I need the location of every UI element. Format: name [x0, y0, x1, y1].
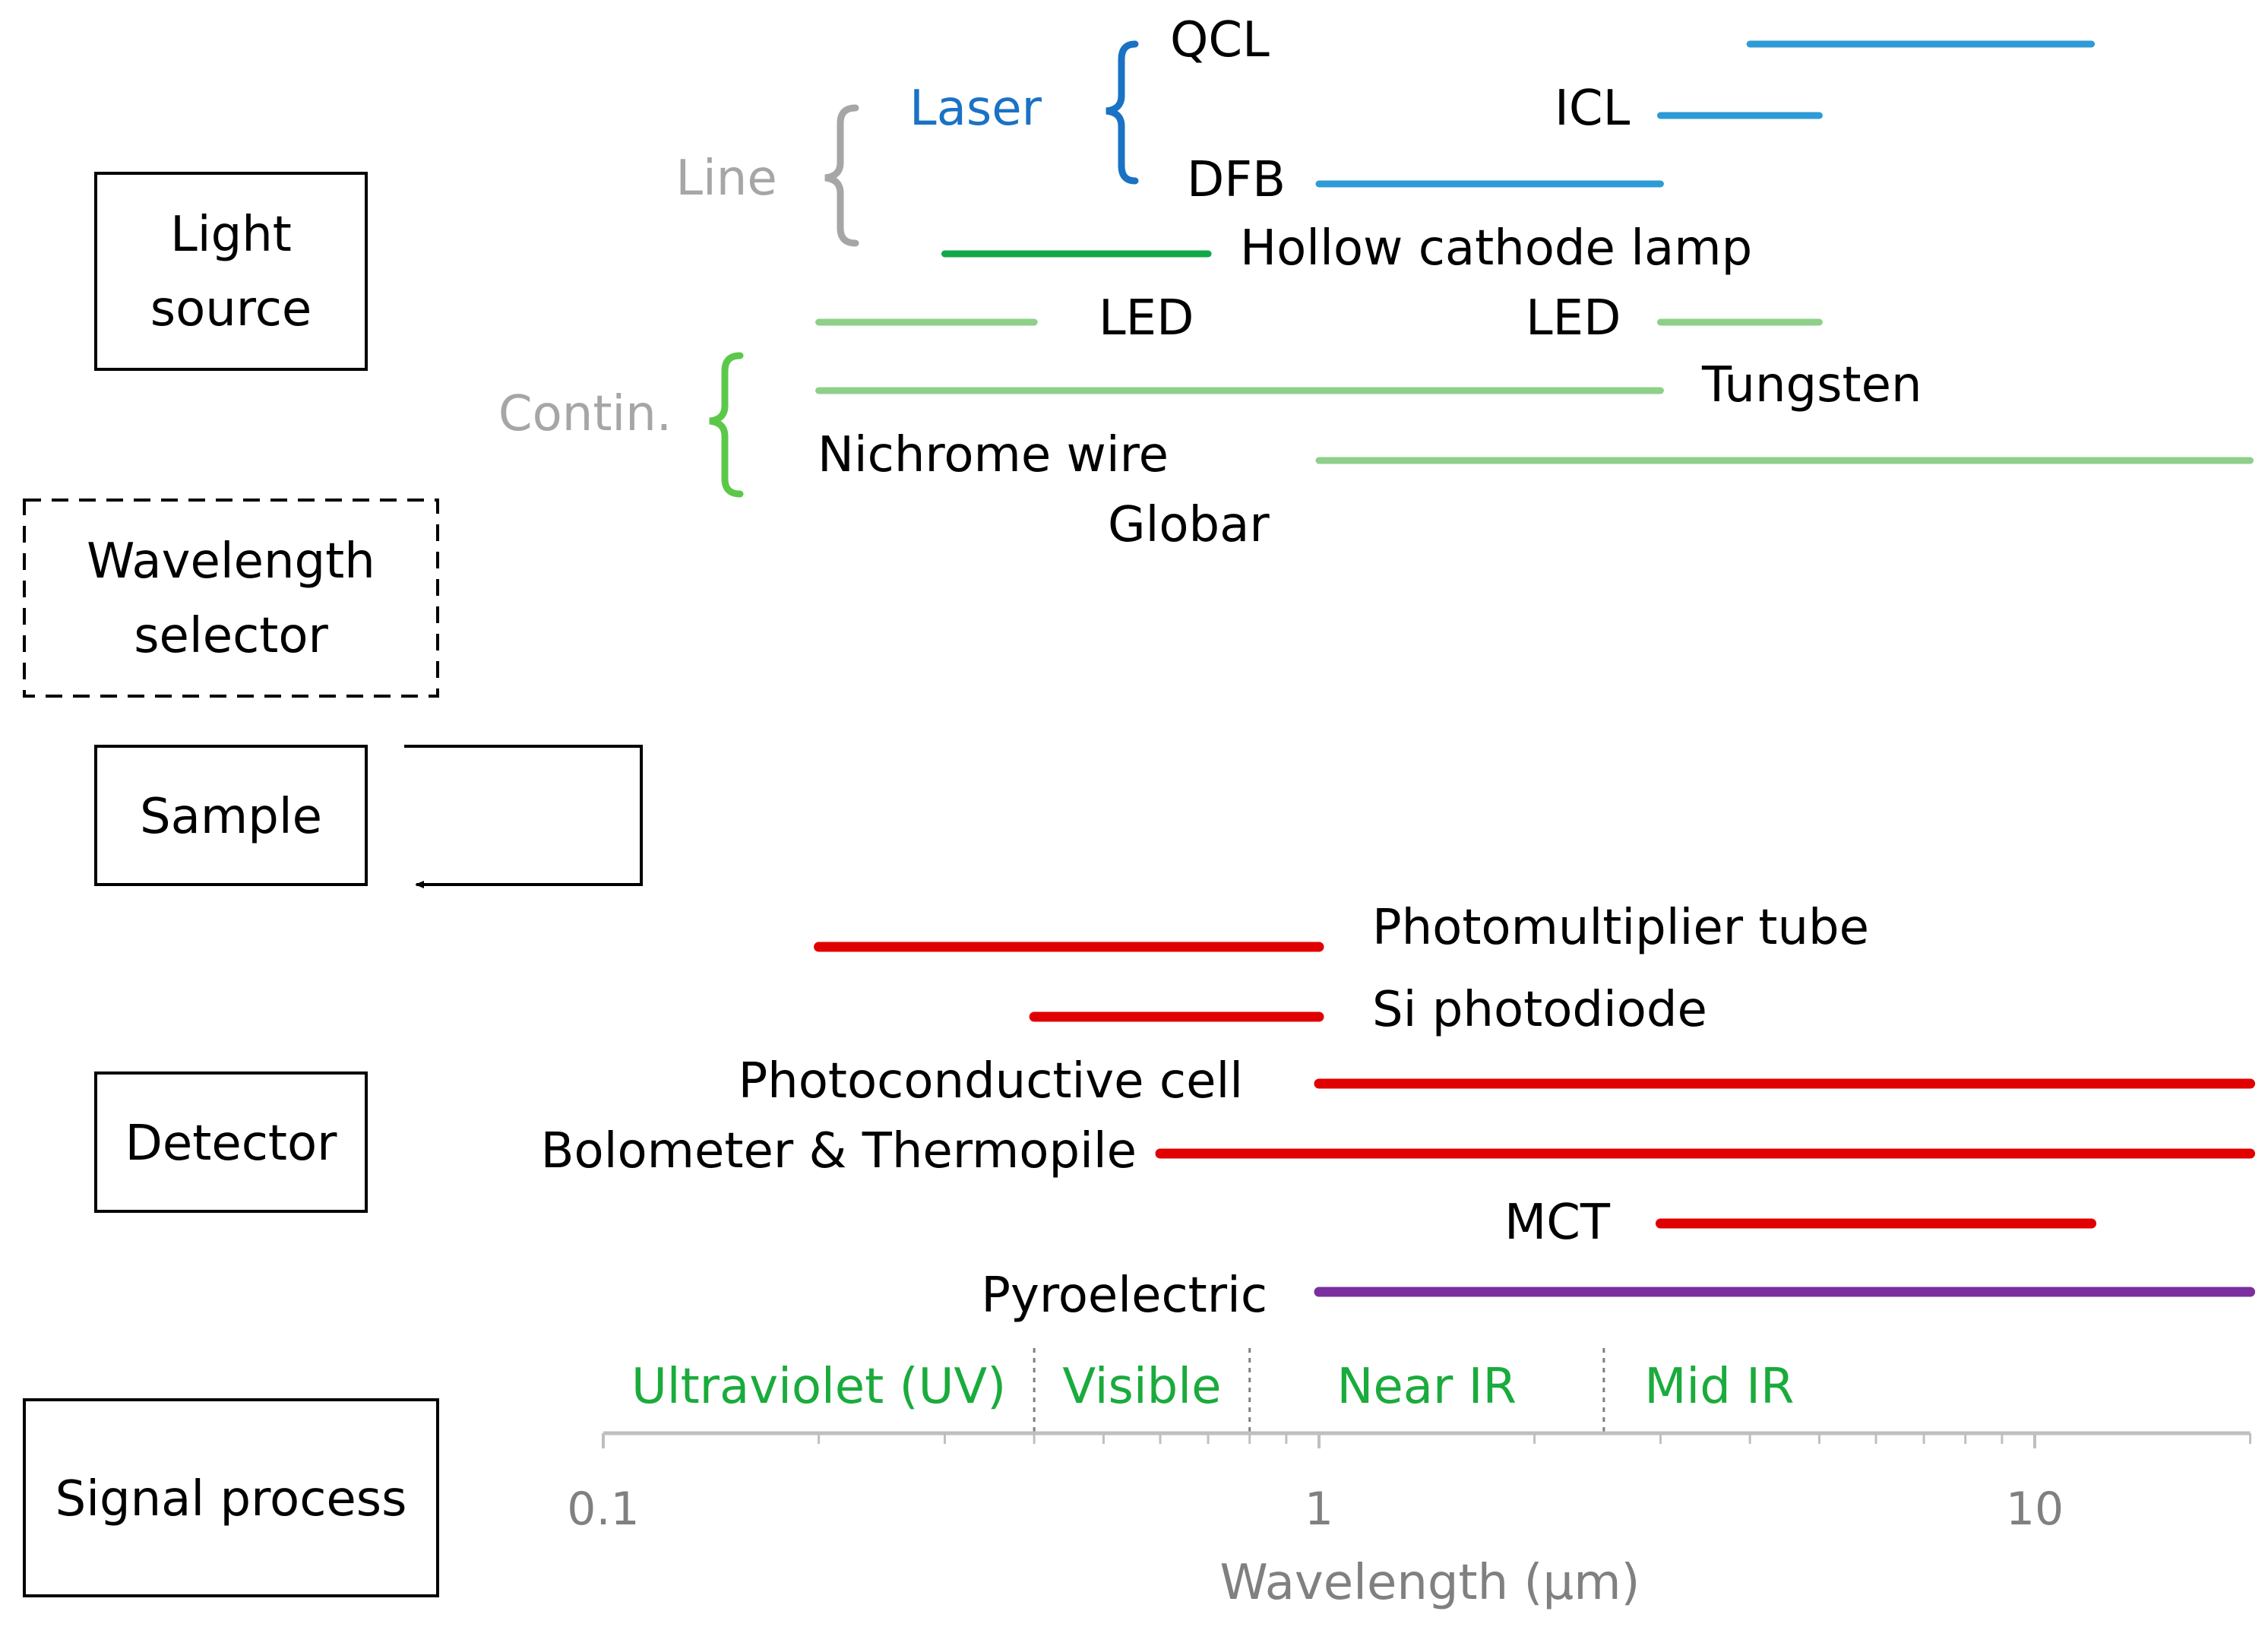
dfb-label: DFB [1187, 152, 1286, 208]
wavelength-selector-box: Wavelength selector [23, 499, 439, 698]
tungsten-label: Tungsten [1701, 357, 1922, 413]
wavelength-selector-label-line2: selector [134, 608, 328, 664]
light-source-label-line2: source [150, 281, 312, 337]
continuum-brace [709, 352, 744, 498]
axis-title: Wavelength (μm) [1220, 1555, 1640, 1611]
wavelength-axis: 0.1 1 10 [567, 1431, 2252, 1536]
signal-process-label: Signal process [55, 1471, 407, 1527]
qcl-label: QCL [1170, 12, 1270, 68]
bolometer-thermopile-label: Bolometer & Thermopile [541, 1123, 1137, 1179]
sample-label: Sample [140, 789, 322, 845]
line-brace [824, 104, 859, 247]
tick-label: 0.1 [567, 1483, 639, 1536]
light-source-label-line1: Light [170, 207, 292, 263]
detector-ranges [814, 942, 2256, 1297]
line-group: Line [675, 104, 859, 247]
region-label-mid-ir: Mid IR [1644, 1359, 1794, 1415]
sample-box: Sample [94, 745, 368, 886]
laser-group: Laser [909, 40, 1139, 185]
globar-label: Globar [1108, 497, 1270, 553]
si-photodiode-label: Si photodiode [1372, 982, 1707, 1038]
tick-label: 10 [2006, 1483, 2064, 1536]
mct-label: MCT [1504, 1195, 1611, 1251]
laser-group-label: Laser [909, 81, 1042, 137]
photoconductive-cell-label: Photoconductive cell [739, 1053, 1243, 1109]
region-label-visible: Visible [1062, 1359, 1221, 1415]
led-uv-label: LED [1099, 290, 1194, 347]
region-label-ultraviolet-uv: Ultraviolet (UV) [631, 1359, 1006, 1415]
line-group-label: Line [675, 150, 777, 207]
detector-box: Detector [94, 1071, 368, 1213]
icl-label: ICL [1555, 81, 1631, 137]
photomultiplier-tube-label: Photomultiplier tube [1372, 900, 1869, 956]
wavelength-selector-label-line1: Wavelength [87, 533, 375, 590]
hollow-cathode-lamp-label: Hollow cathode lamp [1240, 220, 1752, 277]
spectral-regions: Ultraviolet (UV) Visible Near IR Mid IR [631, 1348, 1795, 1433]
nichrome-wire-label: Nichrome wire [818, 427, 1169, 483]
pyroelectric-label: Pyroelectric [981, 1268, 1267, 1324]
region-label-near-ir: Near IR [1337, 1359, 1517, 1415]
signal-process-box: Signal process [23, 1398, 439, 1597]
detector-label: Detector [125, 1116, 338, 1172]
continuum-group: Contin. [498, 352, 744, 498]
tick-label: 1 [1305, 1483, 1333, 1536]
continuum-group-label: Contin. [498, 386, 672, 442]
source-ranges [815, 40, 2254, 464]
light-source-box: Light source [94, 172, 368, 371]
sample-loop-arrow [404, 745, 643, 888]
led-ir-label: LED [1526, 290, 1621, 347]
laser-brace [1106, 40, 1139, 185]
